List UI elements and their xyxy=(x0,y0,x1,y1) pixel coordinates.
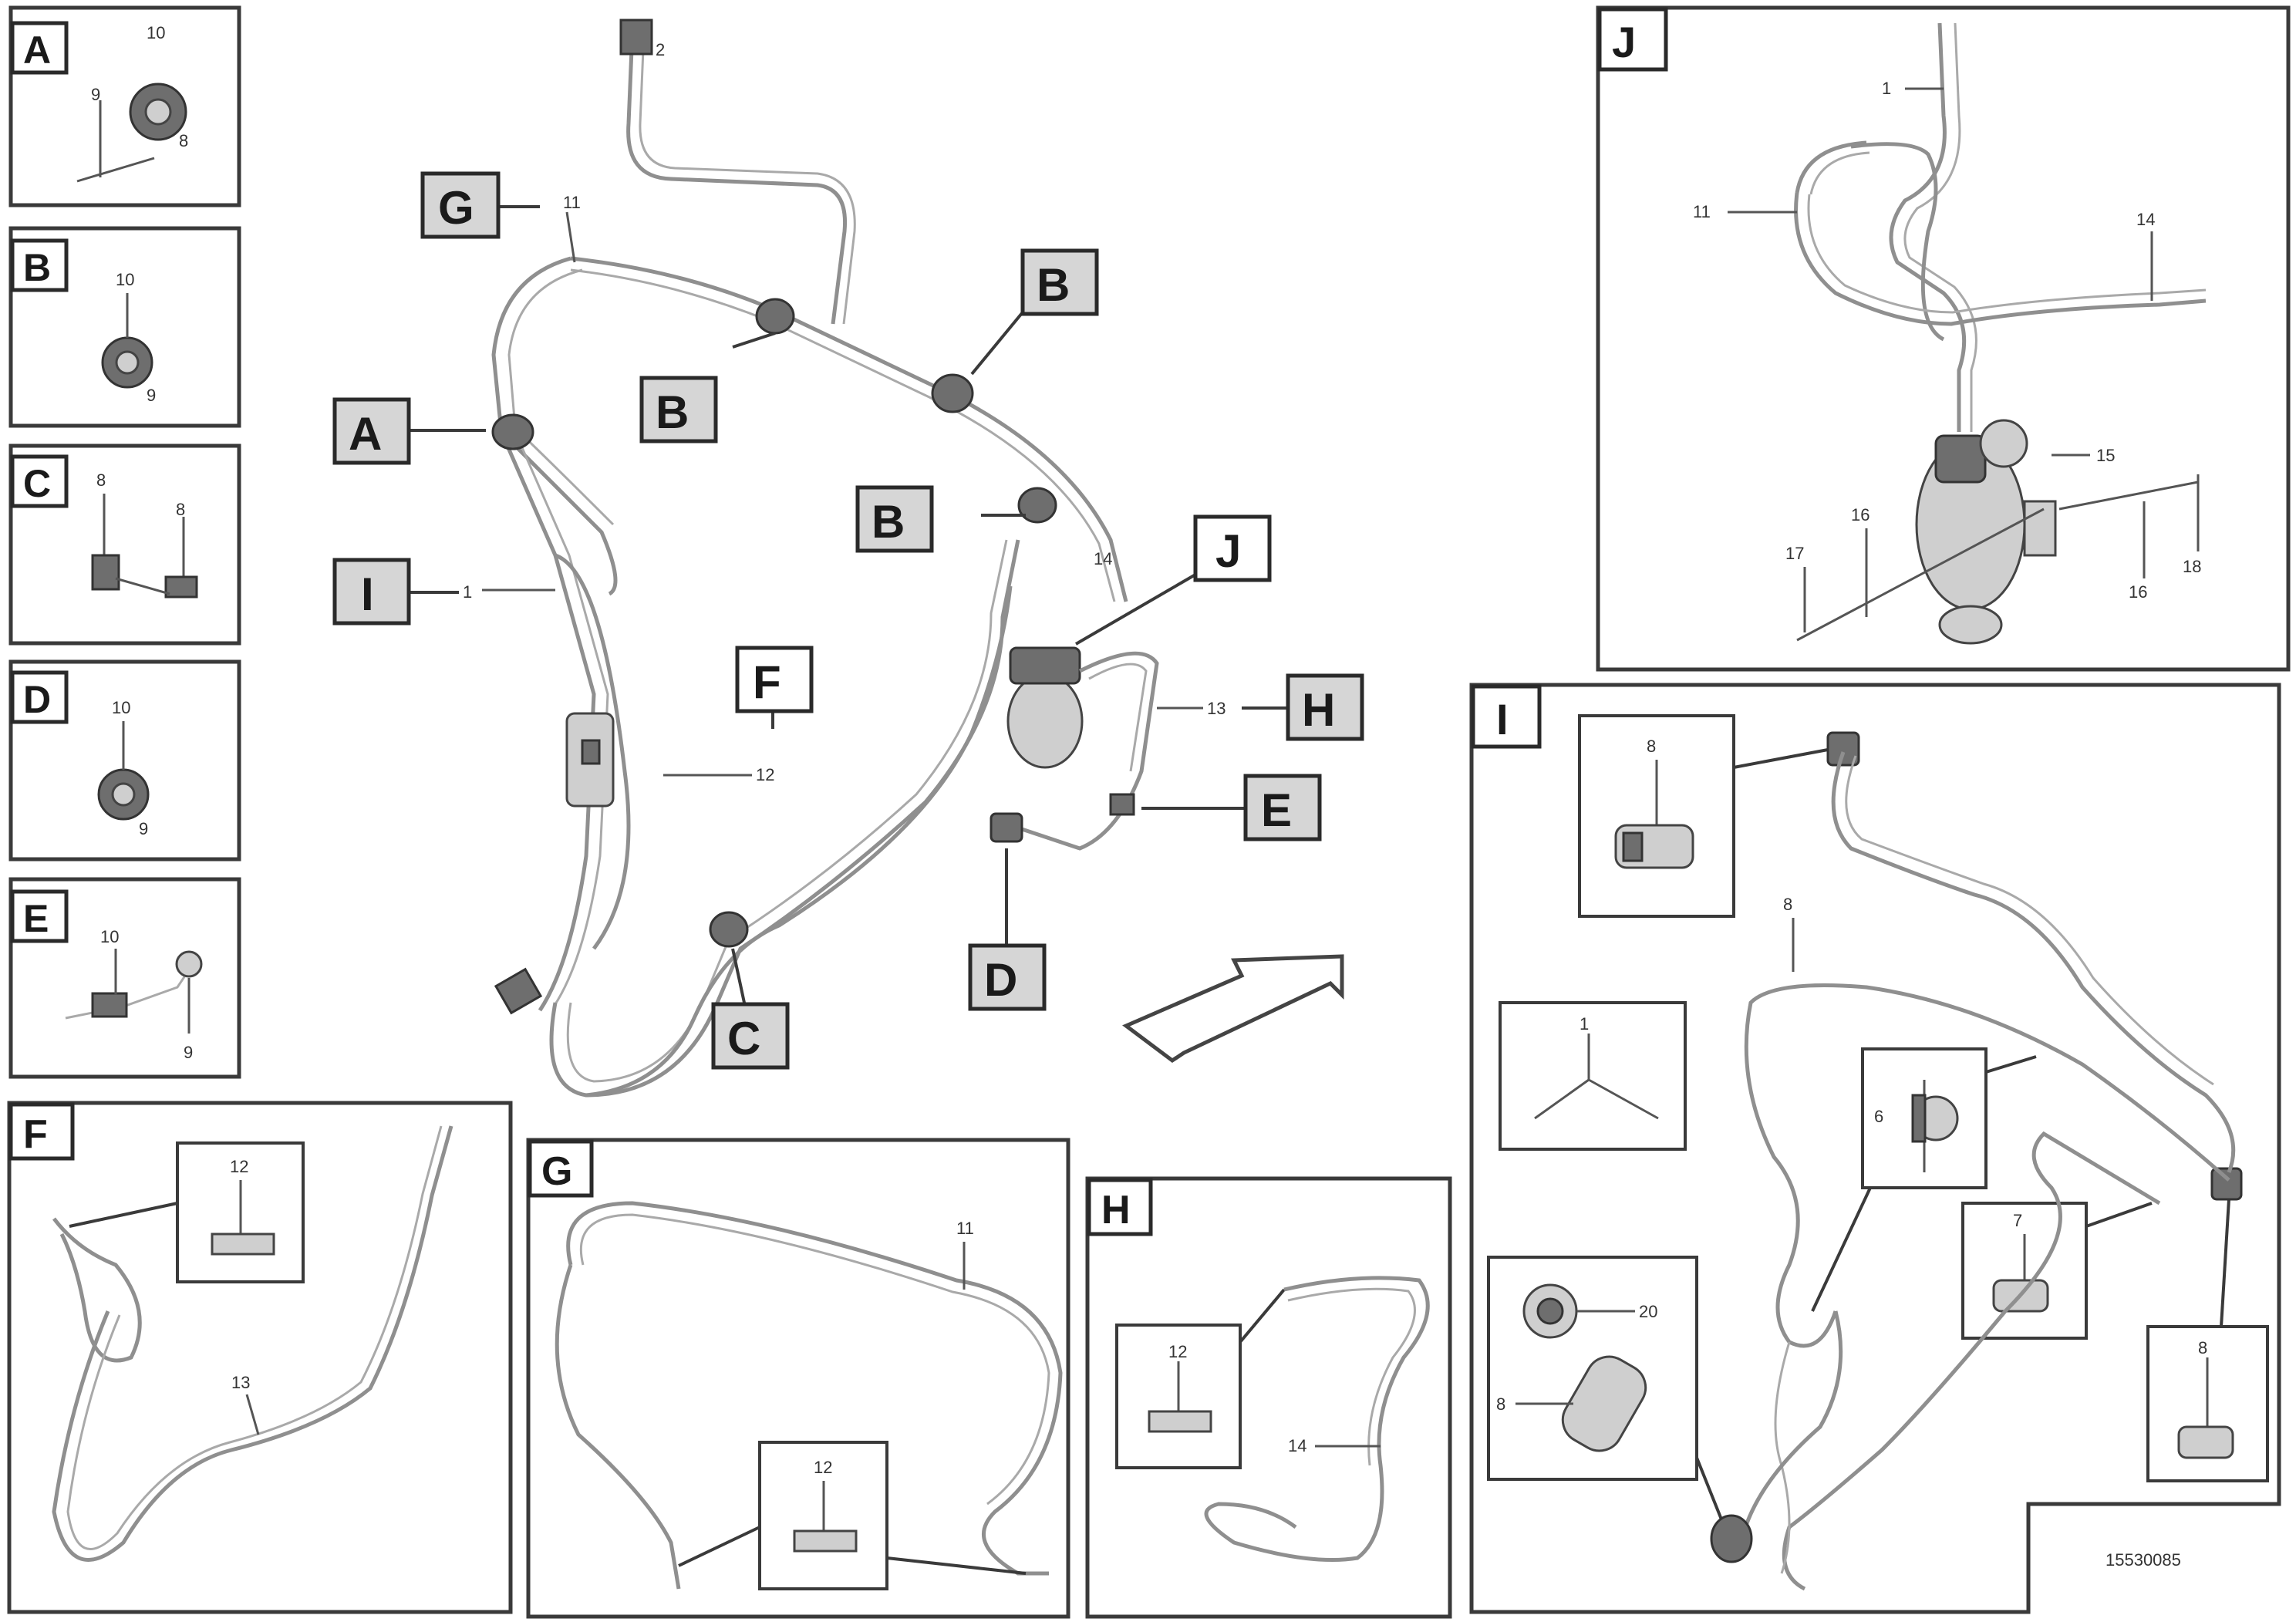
main-n14: 14 xyxy=(1094,549,1112,568)
detail-g-n1: 11 xyxy=(956,1219,974,1238)
main-assembly: 11 2 1 12 13 14 xyxy=(409,19,1344,1098)
detail-i-n1: 8 xyxy=(1647,737,1656,756)
callout-c: C xyxy=(711,1002,790,1070)
svg-text:A: A xyxy=(349,408,382,460)
detail-i-n3: 7 xyxy=(2013,1211,2022,1230)
detail-j-n5: 17 xyxy=(1785,544,1804,563)
svg-text:H: H xyxy=(1101,1188,1131,1233)
detail-a-n1: 10 xyxy=(147,23,165,42)
svg-text:G: G xyxy=(541,1149,572,1194)
callout-d: D xyxy=(968,943,1047,1011)
detail-d-n2: 9 xyxy=(139,819,148,838)
detail-a-label: A xyxy=(23,29,51,72)
callout-e: E xyxy=(1243,774,1322,841)
detail-j-n2: 11 xyxy=(1693,202,1711,221)
detail-h-n2: 14 xyxy=(1288,1436,1306,1455)
main-n11a: 11 xyxy=(563,193,581,212)
svg-text:I: I xyxy=(1496,695,1509,744)
callout-a: A xyxy=(332,397,411,465)
detail-h: H 12 14 xyxy=(1085,1176,1452,1619)
detail-j-n8: 18 xyxy=(2183,557,2201,576)
detail-b: B 10 9 xyxy=(8,226,241,428)
detail-e-n2: 9 xyxy=(184,1043,193,1062)
callout-g: G xyxy=(420,171,501,239)
callout-b-3: B xyxy=(855,485,934,553)
svg-text:E: E xyxy=(1261,784,1292,836)
detail-i-n7: 8 xyxy=(2198,1338,2207,1357)
svg-text:C: C xyxy=(727,1013,760,1064)
callout-h: H xyxy=(1286,673,1364,741)
detail-b-n1: 10 xyxy=(116,270,134,289)
detail-e-n1: 10 xyxy=(100,927,119,946)
svg-text:J: J xyxy=(1612,18,1636,66)
detail-j-n4: 15 xyxy=(2096,446,2115,465)
detail-c-n2: 8 xyxy=(176,500,185,519)
detail-b-label: B xyxy=(23,246,51,289)
detail-g: G 12 11 xyxy=(526,1138,1070,1619)
svg-text:G: G xyxy=(438,182,474,234)
detail-i-n2: 1 xyxy=(1580,1014,1589,1034)
main-n1: 1 xyxy=(463,582,472,602)
svg-text:J: J xyxy=(1215,525,1241,577)
detail-d: D 10 9 xyxy=(8,659,241,862)
detail-a-n3: 8 xyxy=(179,131,188,150)
detail-f: F 12 13 xyxy=(7,1101,513,1614)
main-n2: 2 xyxy=(656,40,665,59)
callout-j: J xyxy=(1193,514,1272,582)
svg-text:F: F xyxy=(23,1112,48,1157)
detail-j-n3: 14 xyxy=(2136,210,2155,229)
detail-a-n2: 9 xyxy=(91,85,100,104)
svg-text:D: D xyxy=(984,954,1017,1006)
detail-i-n8: 8 xyxy=(1783,895,1792,914)
detail-e-label: E xyxy=(23,897,49,940)
footer-ref: 15530085 xyxy=(2106,1550,2181,1570)
detail-j-n7: 16 xyxy=(2129,582,2147,602)
callout-b-1: B xyxy=(639,376,718,443)
svg-text:B: B xyxy=(656,386,689,438)
detail-i-n5: 20 xyxy=(1639,1302,1657,1321)
detail-i: I 8 1 20 8 6 7 xyxy=(1469,683,2281,1614)
svg-text:I: I xyxy=(361,568,374,620)
detail-f-n1: 12 xyxy=(230,1157,248,1176)
detail-a: A 10 9 8 xyxy=(8,5,241,207)
callout-i: I xyxy=(332,558,411,626)
detail-c-n1: 8 xyxy=(96,470,106,490)
detail-f-n2: 13 xyxy=(231,1373,250,1392)
detail-i-n6: 8 xyxy=(1496,1394,1505,1414)
detail-g-n2: 12 xyxy=(814,1458,832,1477)
svg-text:H: H xyxy=(1302,684,1335,736)
detail-j-n6: 16 xyxy=(1851,505,1870,524)
detail-i-n4: 6 xyxy=(1874,1107,1883,1126)
detail-d-label: D xyxy=(23,678,51,721)
detail-e: E 10 9 xyxy=(8,877,241,1079)
svg-text:B: B xyxy=(872,496,905,548)
detail-c-label: C xyxy=(23,462,51,505)
main-n12: 12 xyxy=(756,765,774,784)
detail-h-n1: 12 xyxy=(1168,1342,1187,1361)
detail-b-n2: 9 xyxy=(147,386,156,405)
main-n13: 13 xyxy=(1207,699,1226,718)
callout-f: F xyxy=(735,646,814,713)
detail-c: C 8 8 xyxy=(8,443,241,646)
detail-j: J 1 11 14 15 17 16 16 18 xyxy=(1596,5,2291,672)
svg-text:B: B xyxy=(1037,259,1070,311)
detail-d-n1: 10 xyxy=(112,698,130,717)
callout-b-2: B xyxy=(1020,248,1099,316)
detail-j-n1: 1 xyxy=(1882,79,1891,98)
svg-text:F: F xyxy=(753,656,781,708)
